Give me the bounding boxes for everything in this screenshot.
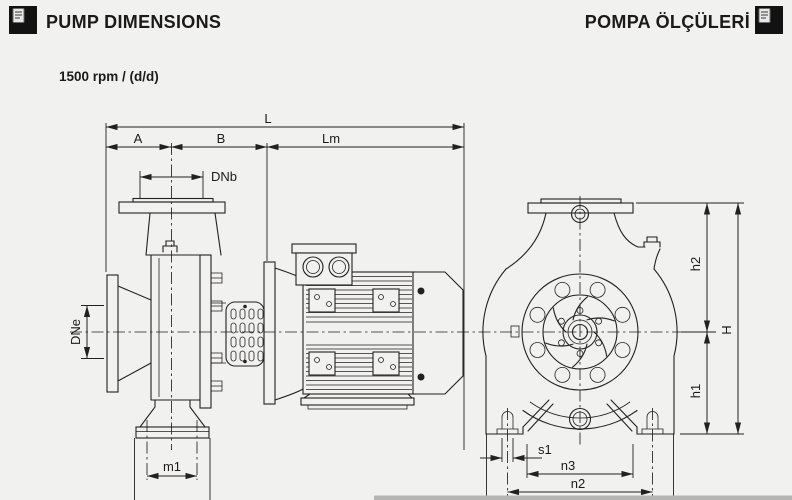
- centerlines: [70, 143, 714, 496]
- document-icon-glyph: [758, 8, 771, 23]
- flange-bolt-holes: [529, 281, 631, 383]
- dim-label-B: B: [217, 131, 226, 146]
- dim-label-n3: n3: [561, 458, 575, 473]
- terminal-box: [291, 243, 357, 286]
- dimension-n2: n2: [507, 476, 653, 496]
- table-top-bar: [374, 495, 792, 500]
- front-right-foot: [606, 355, 675, 435]
- document-icon-glyph: [12, 8, 25, 23]
- page-title-tr: POMPA ÖLÇÜLERİ: [584, 12, 750, 32]
- document-icon: [755, 6, 783, 34]
- dimension-A: A: [106, 131, 171, 151]
- dimension-s1: s1: [480, 438, 552, 462]
- motor-body: [300, 271, 416, 410]
- speed-subtitle: 1500 rpm / (d/d): [59, 69, 159, 84]
- dimension-h2: h2: [636, 202, 744, 333]
- dimension-B: B: [171, 131, 267, 151]
- dim-label-DNe: DNe: [68, 319, 83, 345]
- document-icon: [9, 6, 37, 34]
- dim-label-H: H: [719, 325, 734, 334]
- dim-label-DNb: DNb: [211, 169, 237, 184]
- coupling-guard: [211, 301, 265, 367]
- table-extension-lines: [134, 434, 674, 500]
- dim-label-L: L: [264, 111, 271, 126]
- dim-label-A: A: [134, 131, 143, 146]
- pump-foot: [135, 399, 210, 439]
- dim-label-s1: s1: [538, 442, 552, 457]
- dimension-m1: m1: [147, 459, 197, 480]
- fan-cover: [412, 271, 464, 395]
- motor-pads: [308, 288, 400, 376]
- dim-label-h1: h1: [688, 384, 703, 398]
- dim-label-m1: m1: [163, 459, 181, 474]
- front-left-foot: [485, 355, 554, 435]
- dimension-DNe: DNe: [68, 305, 104, 359]
- dim-label-n2: n2: [571, 476, 585, 491]
- dimension-DNb: DNb: [139, 169, 237, 198]
- page-title-en: PUMP DIMENSIONS: [46, 12, 222, 32]
- dimension-Lm: Lm: [266, 131, 464, 261]
- pump-side-view: [106, 197, 464, 439]
- dim-label-Lm: Lm: [322, 131, 340, 146]
- dimension-H: H: [719, 203, 742, 434]
- dim-label-h2: h2: [688, 257, 703, 271]
- dimension-n3: n3: [526, 444, 634, 478]
- dimension-h1: h1: [680, 332, 744, 435]
